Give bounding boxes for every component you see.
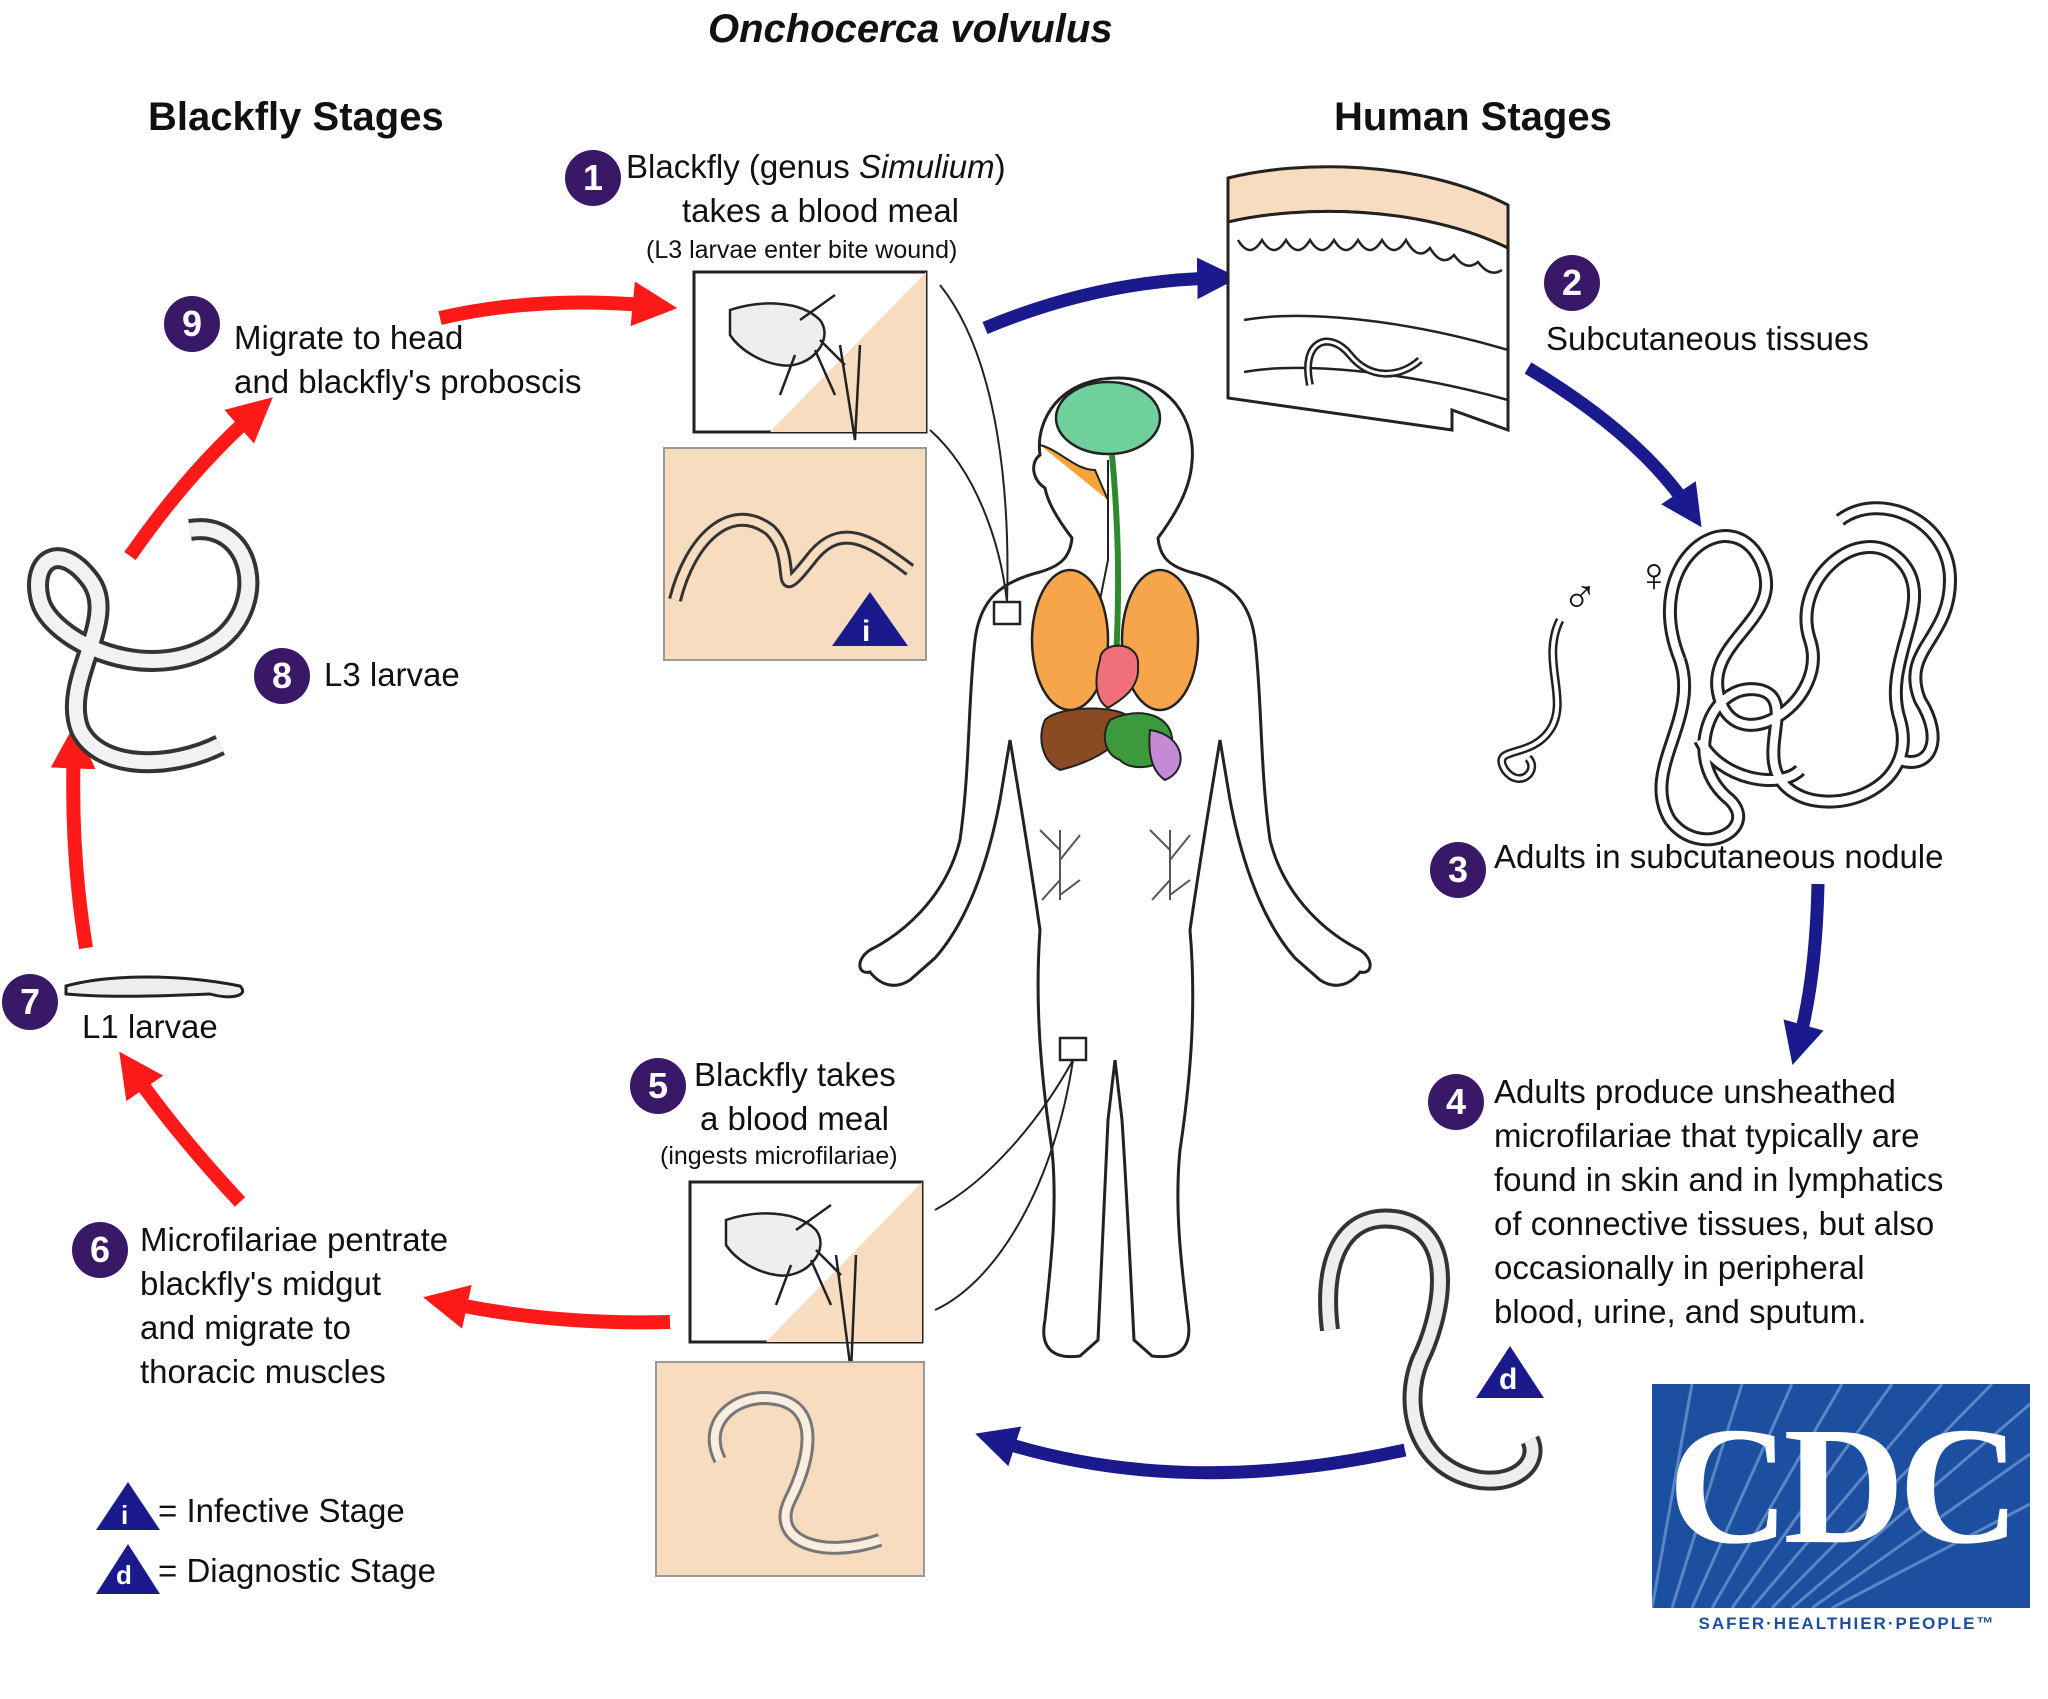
stage-1-line1-pre: Blackfly (genus: [626, 148, 859, 185]
female-worm-tangle: [1654, 501, 1958, 847]
callout-lines-top: [929, 284, 1009, 603]
legend-infective-marker: [96, 1482, 160, 1530]
callout-lines-bottom: [934, 1059, 1074, 1311]
stage-4-line-3: found in skin and in lymphatics: [1494, 1161, 1944, 1198]
diagnostic-marker-letter: d: [1499, 1363, 1518, 1396]
stage-4-badge: 4: [1428, 1074, 1484, 1130]
cdc-tagline: SAFER·HEALTHIER·PEOPLE™: [1698, 1614, 1996, 1633]
blackfly-larvae: [27, 518, 260, 999]
lung-right: [1120, 568, 1200, 712]
stage-4-line-4: of connective tissues, but also: [1494, 1205, 1935, 1242]
stage-6-text: Microfilariae pentrate blackfly's midgut…: [140, 1218, 448, 1394]
cdc-logo-word: CDC: [1668, 1393, 2020, 1579]
legend-infective-label: = Infective Stage: [158, 1492, 405, 1529]
arrow-8-to-9: [124, 397, 273, 561]
stage-6-line-3: and migrate to: [140, 1309, 351, 1346]
microfilaria-stage-4: [1318, 1208, 1543, 1491]
stage-9-badge: 9: [164, 296, 220, 352]
stage-4-line-5: occasionally in peripheral: [1494, 1249, 1865, 1286]
legend-infective-letter: i: [121, 1500, 129, 1530]
stage-1-line1-post: ): [994, 148, 1006, 185]
stage-5-badge: 5: [630, 1058, 686, 1114]
stage-4-line-1: Adults produce unsheathed: [1494, 1073, 1896, 1110]
human-body-outline: [858, 376, 1372, 1359]
blackfly-cycle-arrows: [50, 281, 678, 1330]
proboscis-top: [838, 344, 862, 441]
stage-6-line-1: Microfilariae pentrate: [140, 1221, 449, 1258]
skin-wedge-top: [770, 272, 926, 432]
cdc-logo-rays: [1652, 1384, 2030, 1608]
stage-4-line-2: microfilariae that typically are: [1494, 1117, 1920, 1154]
throat: [1039, 444, 1109, 501]
stage-7-label: L1 larvae: [82, 1008, 218, 1045]
infective-marker-letter: i: [862, 615, 871, 648]
bite-site-leg: [1058, 1036, 1088, 1062]
diagnostic-marker: [1476, 1346, 1544, 1398]
stage-5-line1: Blackfly takes: [694, 1056, 896, 1093]
stage-9-text: Migrate to head and blackfly's proboscis: [234, 316, 581, 404]
l1-larva: [64, 975, 244, 999]
female-symbol: ♀: [1636, 549, 1672, 602]
stage-1-badge: 1: [565, 150, 621, 206]
trachea: [1099, 460, 1109, 601]
legend-diagnostic-marker: [96, 1544, 160, 1594]
stage-8-label: L3 larvae: [324, 656, 460, 693]
cdc-logo: CDC: [1652, 1384, 2030, 1608]
skin-wedge-bottom: [766, 1182, 922, 1342]
infective-marker: [832, 592, 908, 646]
arrow-2-to-3: [1524, 362, 1702, 528]
legend-diagnostic-label: = Diagnostic Stage: [158, 1552, 436, 1589]
stage-1-note: (L3 larvae enter bite wound): [646, 236, 958, 264]
human-stages-heading: Human Stages: [1334, 95, 1612, 139]
arrow-9-to-1: [438, 281, 678, 327]
legend-diagnostic-letter: d: [116, 1560, 132, 1590]
adult-worms: [1497, 501, 1958, 847]
arrow-5-to-6: [423, 1284, 671, 1330]
lymphatics-left: [1039, 829, 1081, 901]
heart: [1095, 644, 1140, 710]
stage-9-line-1: Migrate to head: [234, 319, 464, 356]
intestine: [1148, 728, 1182, 782]
blackfly-stages-heading: Blackfly Stages: [148, 95, 444, 139]
arrow-1-to-2: [982, 257, 1239, 334]
bite-site-shoulder: [992, 600, 1022, 626]
stage-7-badge: 7: [2, 974, 58, 1030]
stage-1-line2: takes a blood meal: [682, 192, 960, 229]
skin-layers: [1236, 237, 1509, 402]
stage-1-panels: [663, 270, 928, 661]
blackfly-icon-bottom: [724, 1203, 842, 1306]
stage-5-line2: a blood meal: [700, 1100, 889, 1137]
stage-3-badge: 3: [1430, 842, 1486, 898]
stage-9-line-2: and blackfly's proboscis: [234, 363, 582, 400]
human-figure: [858, 284, 1372, 1359]
stage-2-badge: 2: [1544, 255, 1600, 311]
arrow-3-to-4: [1783, 883, 1825, 1066]
male-symbol: ♂: [1562, 571, 1598, 624]
stage-1-genus: Simulium: [858, 148, 995, 185]
diagram-title: Onchocerca volvulus: [708, 7, 1113, 51]
arrow-7-to-8: [50, 723, 96, 950]
stage-3-label: Adults in subcutaneous nodule: [1494, 838, 1944, 875]
stage-6-line-2: blackfly's midgut: [140, 1265, 382, 1302]
skin-section: [1226, 165, 1510, 433]
lymphatics-right: [1149, 829, 1191, 901]
stage-4-line-6: blood, urine, and sputum.: [1494, 1293, 1867, 1330]
blackfly-icon-top: [728, 293, 846, 396]
stage-6-badge: 6: [72, 1222, 128, 1278]
human-cycle-arrows: [975, 257, 1825, 1480]
stage-4-text: Adults produce unsheathed microfilariae …: [1494, 1070, 1943, 1334]
stage-2-label: Subcutaneous tissues: [1546, 320, 1869, 357]
arrow-6-to-7: [119, 1051, 246, 1207]
stage-markers: [96, 592, 1544, 1594]
brain: [1054, 380, 1162, 456]
microfilaria-panel: [655, 1361, 925, 1577]
arrow-4-to-5: [975, 1426, 1407, 1480]
esophagus: [1109, 454, 1122, 661]
stage-5-panels: [655, 1180, 925, 1577]
stage-8-badge: 8: [254, 648, 310, 704]
stage-1-label: Blackfly (genus Simulium): [626, 148, 1066, 187]
stage-5-note: (ingests microfilariae): [660, 1142, 898, 1170]
stage-6-line-4: thoracic muscles: [140, 1353, 386, 1390]
